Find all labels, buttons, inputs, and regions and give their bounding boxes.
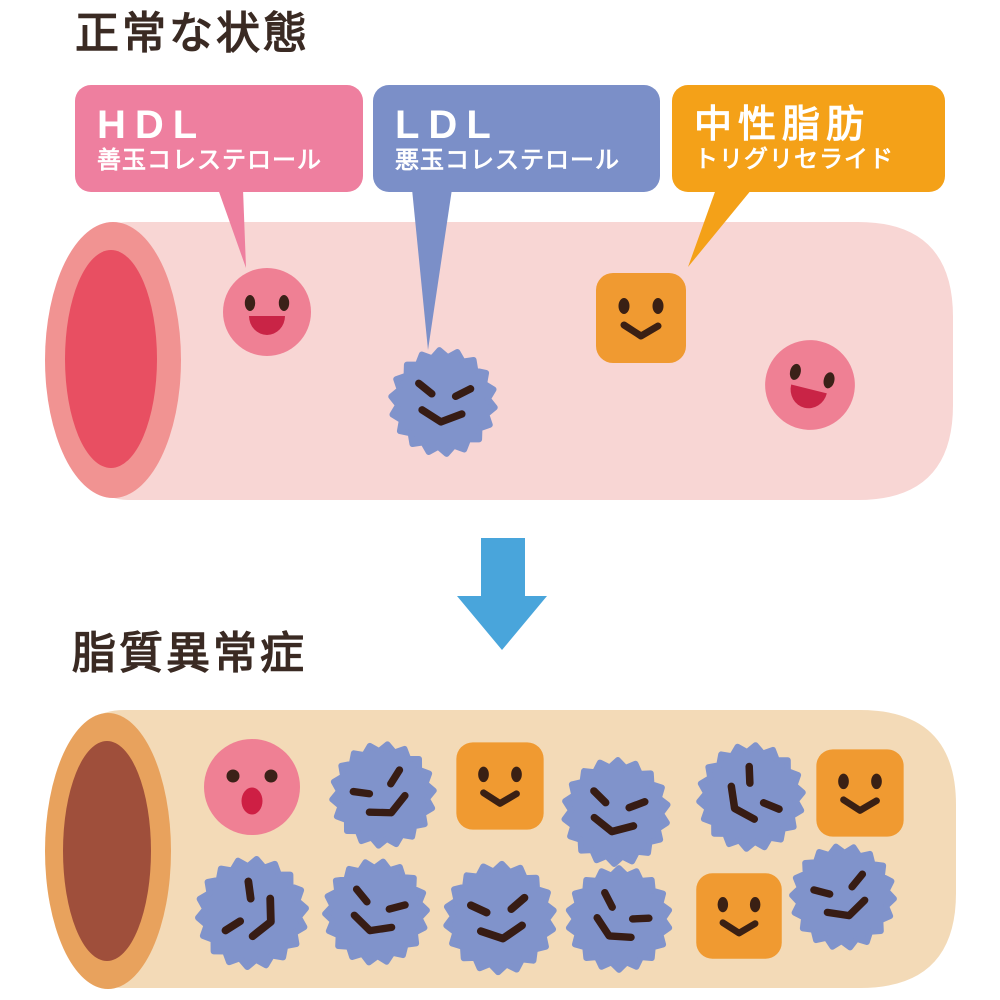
triglyceride-label: 中性脂肪 トリグリセライド <box>672 85 945 192</box>
section-title-abnormal: 脂質異常症 <box>72 629 307 678</box>
hdl-callout-tail <box>218 189 246 268</box>
triglyceride-subtitle: トリグリセライド <box>694 145 894 173</box>
normal-vessel-lumen <box>65 250 157 468</box>
down-arrow-icon <box>457 538 547 650</box>
hdl-abbr: HDL <box>97 102 207 147</box>
abnormal-vessel <box>45 710 956 989</box>
tg-callout-tail <box>688 189 752 267</box>
triglyceride-particle <box>456 742 543 829</box>
ldl-subtitle: 悪玉コレステロール <box>395 146 620 174</box>
triglyceride-abbr: 中性脂肪 <box>694 103 871 146</box>
ldl-abbr: LDL <box>395 102 500 147</box>
hdl-label: HDL 善玉コレステロール <box>75 85 363 192</box>
ldl-label: LDL 悪玉コレステロール <box>373 85 660 192</box>
triglyceride-particle <box>816 749 903 836</box>
hdl-surprised-particle <box>204 739 300 835</box>
triglyceride-particle <box>696 873 782 959</box>
abnormal-vessel-lumen <box>63 741 151 961</box>
hdl-particle <box>223 268 311 356</box>
section-title-normal: 正常な状態 <box>75 9 310 58</box>
triglyceride-particle <box>596 273 686 363</box>
hdl-subtitle: 善玉コレステロール <box>97 146 322 174</box>
normal-vessel <box>45 189 953 500</box>
ldl-callout-tail <box>412 189 452 350</box>
